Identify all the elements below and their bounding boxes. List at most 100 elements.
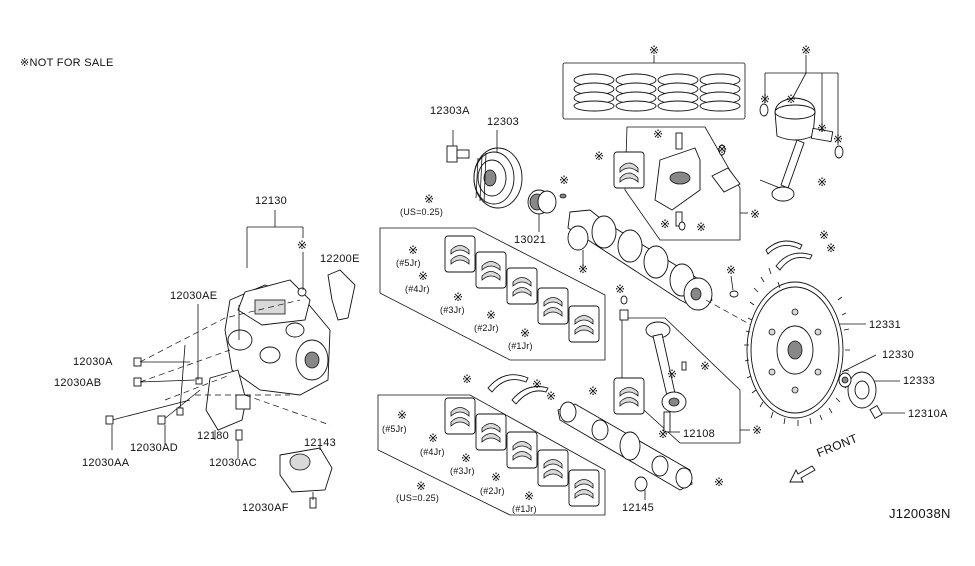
nfs-marker: ※: [714, 475, 725, 489]
piston-rings-group: [562, 55, 746, 120]
conrod-group: [613, 295, 741, 444]
part-label-12330[interactable]: 12330: [882, 349, 915, 361]
flywheel-bolt: [869, 405, 883, 419]
nfs-marker: ※: [418, 269, 429, 283]
nfs-marker: ※: [615, 282, 626, 296]
nfs-marker: ※: [520, 326, 531, 340]
part-label-12030AB[interactable]: 12030AB: [54, 377, 102, 389]
nfs-marker: ※: [752, 423, 763, 437]
nfs-marker: ※: [726, 263, 737, 277]
nfs-marker: ※: [578, 262, 589, 276]
diagram-code: J120038N: [889, 506, 951, 521]
part-label-12143[interactable]: 12143: [304, 437, 337, 449]
nfs-marker: ※: [660, 217, 671, 231]
part-label-12030A[interactable]: 12030A: [73, 356, 113, 368]
part-label-13021[interactable]: 13021: [514, 234, 547, 246]
nfs-marker: ※: [653, 127, 664, 141]
nfs-marker: ※: [760, 92, 771, 106]
nfs-marker: ※: [491, 470, 502, 484]
part-label-12303A[interactable]: 12303A: [430, 105, 470, 117]
nfs-marker: ※: [786, 92, 797, 106]
crankshaft: [567, 209, 713, 311]
part-label-12333[interactable]: 12333: [903, 375, 936, 387]
thrust-washers: [765, 240, 813, 271]
nfs-marker: ※: [717, 142, 728, 156]
nfs-marker: ※: [819, 228, 830, 242]
nfs-marker: ※: [750, 207, 761, 221]
lower-j1-label: (#1Jr): [512, 504, 537, 514]
oil-pump-assembly: [224, 210, 331, 396]
part-label-12030AC[interactable]: 12030AC: [209, 457, 257, 469]
nfs-marker: ※: [559, 173, 570, 187]
upper-j1-label: (#1Jr): [508, 341, 533, 351]
part-label-12310A[interactable]: 12310A: [908, 408, 948, 420]
nfs-marker: ※: [594, 149, 605, 163]
part-label-12130[interactable]: 12130: [255, 195, 288, 207]
conrod-bearing-group: [613, 126, 748, 241]
nfs-marker: ※: [700, 359, 711, 373]
part-label-12303[interactable]: 12303: [487, 116, 520, 128]
baffle-bracket: [205, 369, 251, 431]
lower-j2-label: (#2Jr): [480, 486, 505, 496]
bolts-left: [105, 344, 317, 509]
part-label-12030AE[interactable]: 12030AE: [170, 290, 218, 302]
nfs-marker: ※: [667, 367, 678, 381]
lower-us-label: (US=0.25): [396, 493, 440, 503]
pulley-bolt: [446, 130, 498, 163]
dashed-leaders: [139, 299, 331, 426]
part-label-12030AA[interactable]: 12030AA: [82, 457, 130, 469]
lower-j5-label: (#5Jr): [382, 424, 407, 434]
piston-assembly: [759, 55, 844, 202]
lower-bracket: [279, 447, 333, 493]
drive-plate: [744, 267, 850, 426]
nfs-marker: ※: [297, 238, 308, 252]
part-label-12180[interactable]: 12180: [197, 430, 230, 442]
nfs-marker: ※: [486, 308, 497, 322]
main-bearing-lower-box: [377, 394, 606, 516]
pilot-bearing: [729, 275, 739, 298]
front-arrow-icon: [789, 465, 816, 483]
reinforcement-plate: [838, 371, 877, 409]
nfs-marker: ※: [801, 43, 812, 57]
nfs-marker: ※: [826, 241, 837, 255]
not-for-sale-note: ※NOT FOR SALE: [20, 57, 114, 69]
part-label-12331[interactable]: 12331: [869, 319, 902, 331]
nfs-marker: ※: [416, 479, 427, 493]
upper-j4-label: (#4Jr): [405, 284, 430, 294]
nfs-marker: ※: [524, 489, 535, 503]
lower-j3-label: (#3Jr): [450, 466, 475, 476]
nfs-marker: ※: [428, 431, 439, 445]
part-label-12200E[interactable]: 12200E: [320, 253, 360, 265]
nfs-marker: ※: [462, 372, 473, 386]
upper-j2-label: (#2Jr): [474, 323, 499, 333]
camshaft: [557, 401, 693, 492]
crank-pulley: [473, 147, 523, 209]
nfs-marker: ※: [817, 121, 828, 135]
main-bearing-upper-box: [379, 227, 606, 361]
nfs-marker: ※: [461, 451, 472, 465]
piston-ring-set: [573, 73, 741, 112]
nfs-marker: ※: [696, 220, 707, 234]
nfs-marker: ※: [424, 192, 435, 206]
nfs-marker: ※: [453, 290, 464, 304]
nfs-marker: ※: [532, 377, 543, 391]
upper-j3-label: (#3Jr): [440, 305, 465, 315]
nfs-marker: ※: [649, 43, 660, 57]
crank-sprocket: [527, 189, 557, 232]
part-label-12030AD[interactable]: 12030AD: [130, 442, 178, 454]
nfs-marker: ※: [588, 384, 599, 398]
nfs-marker: ※: [817, 175, 828, 189]
thrust-washers-mid: [487, 374, 549, 405]
upper-us-label: (US=0.25): [400, 207, 444, 217]
nfs-marker: ※: [546, 389, 557, 403]
nfs-marker: ※: [658, 427, 669, 441]
part-label-12108[interactable]: 12108: [683, 428, 716, 440]
nfs-marker: ※: [833, 132, 844, 146]
woodruff-key: [559, 193, 567, 199]
part-label-12145[interactable]: 12145: [622, 502, 655, 514]
lower-j4-label: (#4Jr): [420, 447, 445, 457]
oil-strainer: [327, 269, 356, 321]
upper-j5-label: (#5Jr): [396, 258, 421, 268]
part-label-12030AF[interactable]: 12030AF: [242, 502, 289, 514]
